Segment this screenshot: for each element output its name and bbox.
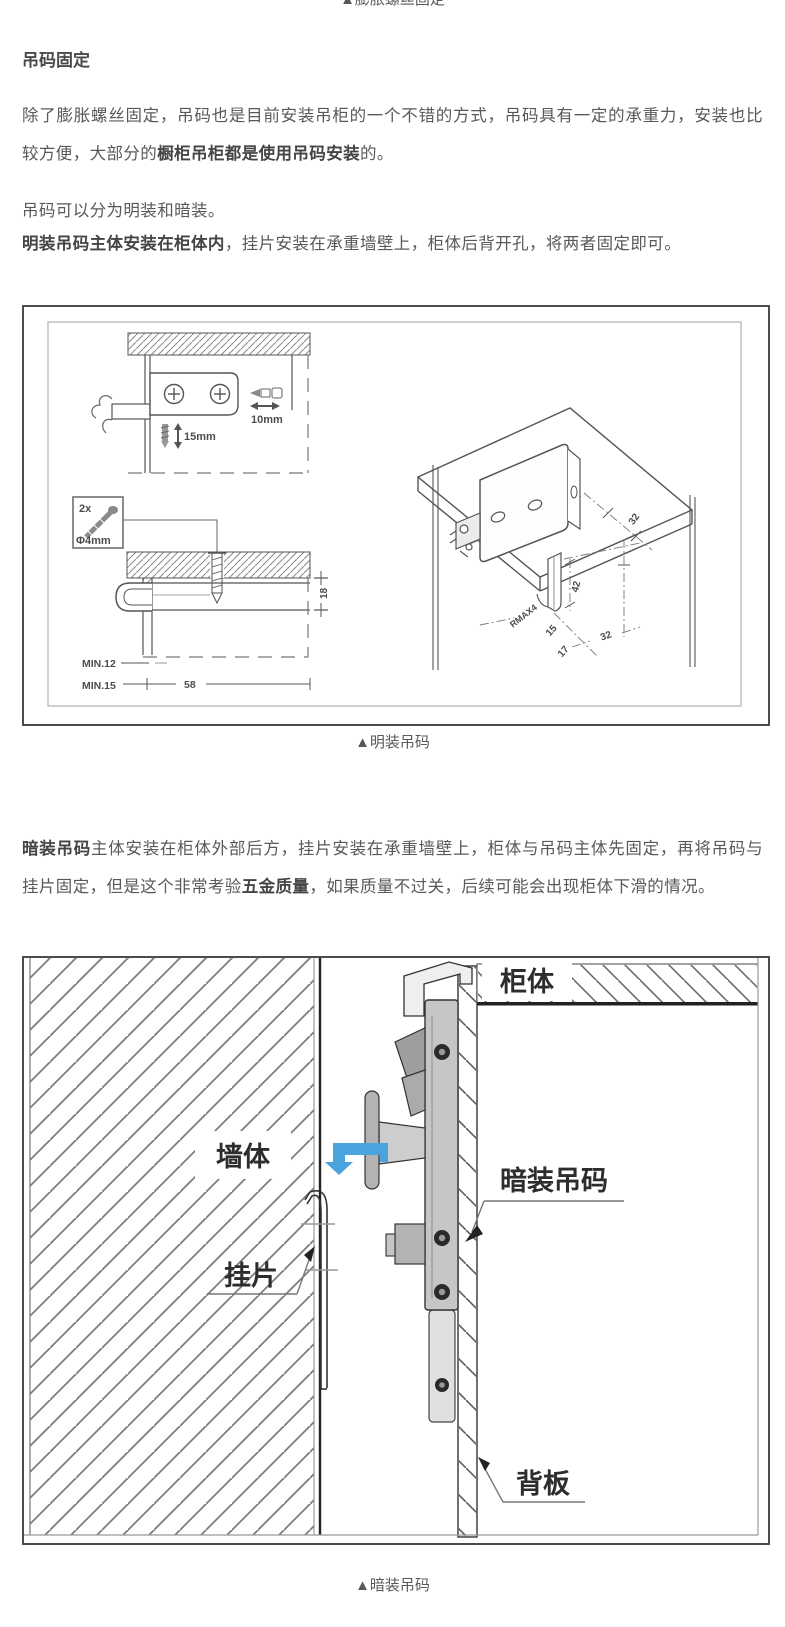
concealed-hanger-label: 暗装吊码	[500, 1166, 608, 1196]
hanging-piece-label: 挂片	[224, 1261, 278, 1291]
back-panel-label: 背板	[516, 1469, 570, 1499]
paragraph-bold-text: 橱柜吊柜都是使用吊码安装	[157, 144, 361, 163]
hanger-disc-knob	[364, 1090, 380, 1190]
dim-42: 42	[570, 580, 584, 594]
hanger-screws	[434, 1044, 450, 1392]
cabinet-label-bg	[482, 961, 572, 1001]
dim-15mm: 15mm	[184, 431, 216, 443]
dim-rmax4: RMAX4	[508, 602, 539, 629]
paragraph-text: ，如果质量不过关，后续可能会出现柜体下滑的情况。	[309, 877, 715, 896]
leader-arrowhead	[465, 1225, 483, 1242]
paragraph-concealed-hanger: 暗装吊码主体安装在柜体外部后方，挂片安装在承重墙壁上，柜体与吊码主体先固定，再将…	[22, 830, 763, 906]
dim-10mm: 10mm	[251, 414, 283, 426]
paragraph-text: 主体安装在柜体外部后方，挂片安装在承重墙壁上，柜体与吊码主体先固定，再将吊码与挂…	[22, 839, 763, 896]
section-heading: 吊码固定	[22, 51, 90, 70]
screw-diameter-label: Φ4mm	[76, 535, 111, 547]
dim-18: 18	[319, 587, 330, 599]
dim-15: 15	[544, 623, 560, 639]
hanger-lower-block	[394, 1223, 426, 1265]
paragraph-intro: 除了膨胀螺丝固定，吊码也是目前安装吊柜的一个不错的方式，吊码具有一定的承重力，安…	[22, 97, 763, 173]
concealed-hanger-diagram: 墙体 柜体	[24, 958, 759, 1538]
dim-17: 17	[556, 644, 572, 660]
dim-min12: MIN.12	[82, 658, 116, 670]
figure-exposed-hanger: 10mm 15mm 2x Φ4mm	[22, 305, 770, 726]
paragraph-bold-text: 五金质量	[241, 877, 310, 896]
leader-arrowhead	[304, 1246, 315, 1262]
paragraph-bold-text: 明装吊码主体安装在柜体内	[22, 234, 225, 253]
hanger-top-hook	[403, 961, 473, 1017]
hanger-adjust-cam-upper	[394, 1027, 426, 1079]
paragraph-types: 吊码可以分为明装和暗装。	[22, 201, 225, 220]
hanging-piece-hook	[304, 1190, 328, 1390]
figure-concealed-hanger: 墙体 柜体	[22, 956, 770, 1545]
hanger-adjust-cam-lower	[401, 1069, 426, 1117]
dim-min15: MIN.15	[82, 680, 116, 692]
figure-caption-concealed: ▲暗装吊码	[355, 1577, 430, 1594]
cabinet-label: 柜体	[500, 967, 555, 997]
hanger-lower-rail	[428, 1309, 456, 1423]
wall-hatch	[30, 958, 314, 1535]
paragraph-exposed-hanger: 明装吊码主体安装在柜体内，挂片安装在承重墙壁上，柜体后背开孔，将两者固定即可。	[22, 228, 763, 261]
clipped-top-figure-caption: ▲膨胀螺丝固定	[0, 0, 785, 9]
dim-32-bottom: 32	[599, 629, 614, 643]
wall-label-bg	[195, 1131, 291, 1179]
insert-direction-arrow	[325, 1143, 388, 1175]
wall-label: 墙体	[216, 1142, 271, 1172]
paragraph-text: ，挂片安装在承重墙壁上，柜体后背开孔，将两者固定即可。	[224, 234, 682, 253]
paragraph-text: 除了膨胀螺丝固定，吊码也是目前安装吊柜的一个不错的方式，吊码具有一定的承重力，安…	[22, 106, 763, 163]
figure-caption-exposed: ▲明装吊码	[355, 734, 430, 751]
dim-58: 58	[184, 679, 196, 691]
exposed-hanger-technical-drawing: 10mm 15mm 2x Φ4mm	[47, 321, 742, 707]
leader-arrowhead	[478, 1457, 490, 1471]
paragraph-text: 的。	[360, 144, 394, 163]
paragraph-bold-text: 暗装吊码	[22, 839, 91, 858]
screw-count-label: 2x	[79, 503, 92, 515]
